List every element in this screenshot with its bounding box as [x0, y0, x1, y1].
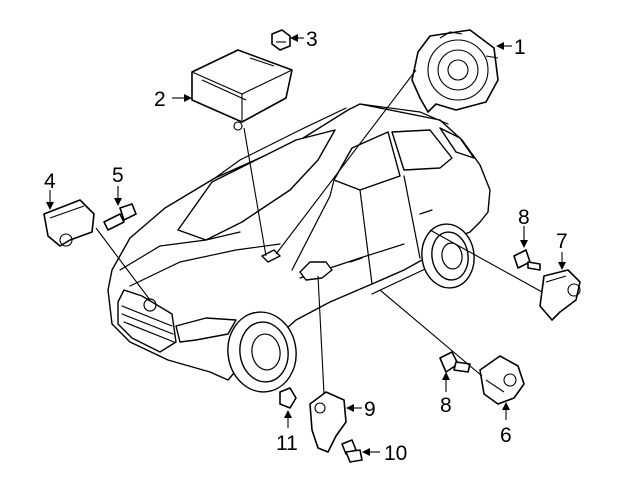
- part-8-bolt-lower: [439, 351, 471, 373]
- part-5-bolt: [103, 203, 137, 231]
- callout-5: 5: [112, 164, 124, 187]
- callout-3: 3: [306, 28, 318, 51]
- part-11-clip: [279, 387, 297, 409]
- vehicle-illustration: [107, 103, 491, 393]
- callout-2: 2: [154, 88, 166, 111]
- callout-8-upper: 8: [518, 206, 530, 229]
- callout-6: 6: [500, 424, 512, 447]
- part-7-side-impact-sensor: [539, 269, 581, 321]
- part-6-side-impact-sensor: [479, 355, 525, 405]
- callout-9: 9: [364, 398, 376, 421]
- callout-10: 10: [384, 442, 407, 465]
- callout-labels: 1 2 3 4 5 6 7 8 8 9 10 11: [44, 28, 568, 465]
- leader-lines: [46, 34, 566, 456]
- part-2-airbag-control-module: [191, 49, 293, 131]
- callout-11: 11: [276, 432, 298, 455]
- callout-8-lower: 8: [440, 394, 452, 417]
- rear-wheel: [421, 223, 475, 289]
- part-4-front-impact-sensor: [43, 199, 95, 247]
- part-3-nut: [271, 29, 291, 51]
- callout-7: 7: [556, 230, 568, 253]
- callout-4: 4: [44, 170, 56, 193]
- part-10-bolt: [341, 439, 363, 463]
- front-wheel: [227, 311, 297, 393]
- part-8-bolt-upper: [513, 249, 541, 271]
- callout-1: 1: [514, 36, 526, 59]
- part-9-impact-sensor: [309, 391, 347, 453]
- part-1-clock-spring: [411, 29, 499, 113]
